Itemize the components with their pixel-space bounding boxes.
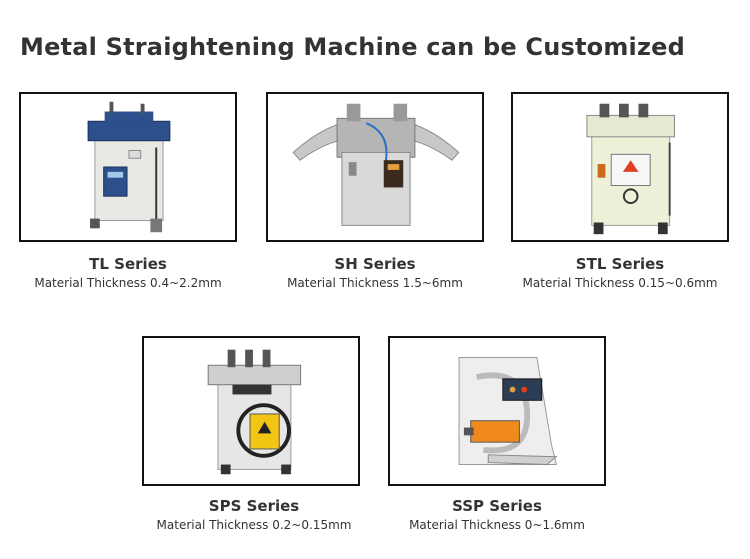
page-title: Metal Straightening Machine can be Custo… (20, 33, 685, 61)
product-name-stl: STL Series (575, 255, 665, 273)
product-spec-sps: Material Thickness 0.2~0.15mm (156, 518, 352, 532)
product-name-ssp: SSP Series (452, 497, 542, 515)
product-image-stl[interactable] (511, 92, 729, 242)
product-spec-sh: Material Thickness 1.5~6mm (287, 276, 463, 290)
product-image-sps[interactable] (142, 336, 360, 486)
product-name-sh: SH Series (334, 255, 416, 273)
product-spec-stl: Material Thickness 0.15~0.6mm (522, 276, 718, 290)
product-image-sh[interactable] (266, 92, 484, 242)
product-spec-tl: Material Thickness 0.4~2.2mm (34, 276, 222, 290)
stl-machine-illustration (586, 103, 675, 235)
sps-machine-illustration (207, 349, 302, 475)
product-name-sps: SPS Series (208, 497, 300, 515)
product-image-ssp[interactable] (388, 336, 606, 486)
product-name-tl: TL Series (89, 255, 167, 273)
sh-machine-illustration (292, 103, 460, 226)
product-spec-ssp: Material Thickness 0~1.6mm (409, 518, 585, 532)
tl-machine-illustration (87, 101, 171, 233)
product-image-tl[interactable] (19, 92, 237, 242)
ssp-machine-illustration (458, 356, 558, 466)
